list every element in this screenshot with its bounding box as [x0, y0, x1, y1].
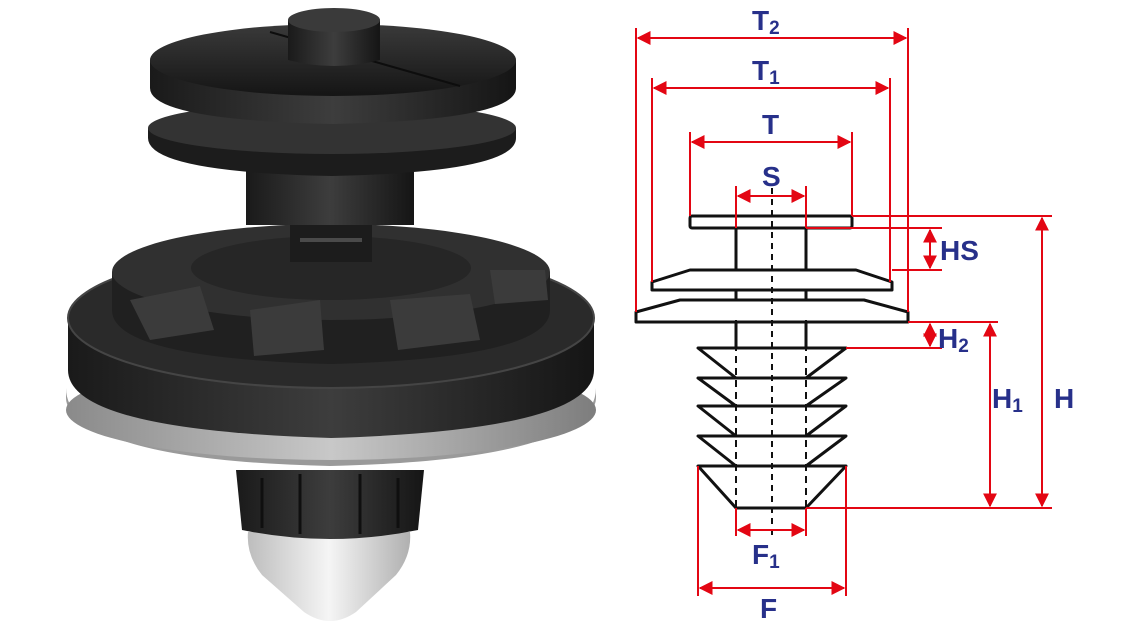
push-rivet-clip-photo — [66, 8, 596, 621]
clip-ring-tabs — [112, 224, 550, 364]
drawing-ribs — [696, 346, 848, 510]
label-h2: H2 — [938, 323, 969, 357]
drawing-mid-disc — [650, 268, 894, 292]
label-s: S — [762, 161, 781, 192]
label-f1: F1 — [752, 539, 780, 573]
clip-top-pin — [288, 8, 380, 66]
clip-collar — [246, 170, 414, 262]
label-t1: T1 — [752, 55, 780, 89]
label-f: F — [760, 593, 777, 624]
label-hs: HS — [940, 235, 979, 266]
label-h1: H1 — [992, 383, 1023, 417]
dimension-lines — [635, 28, 1052, 596]
clip-technical-drawing — [634, 188, 910, 538]
clip-tip — [247, 532, 411, 621]
clip-stem — [236, 470, 424, 539]
label-t: T — [762, 109, 779, 140]
label-h: H — [1054, 383, 1074, 414]
dimension-labels: T2 T1 T S HS H2 H1 H F1 F — [752, 5, 1074, 624]
label-t2: T2 — [752, 5, 780, 39]
